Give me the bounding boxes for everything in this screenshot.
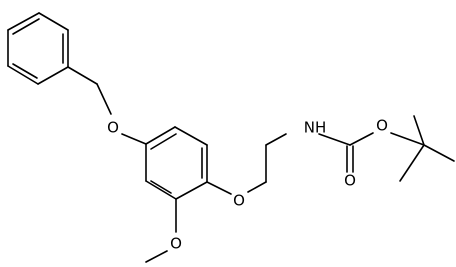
central-ring-bond [174,126,208,146]
ether-oxygen-label: O [233,192,245,210]
central-ring-bond [175,181,208,200]
benzyloxy-ring-bond [121,133,147,145]
benzyl-ring-bond [37,66,69,85]
central-ring-bond [145,180,177,200]
tert-butyl-methyl-bond [399,144,425,182]
central-ring-bond [145,126,176,145]
ethylene-to-nitrogen-bond [265,133,287,146]
tert-butyl-methyl-bond [423,144,455,162]
benzyl-ring [7,12,69,85]
benzyl-ring-bond [38,12,69,31]
carbonyl-oxygen-label: O [344,172,356,190]
benzyl-ring-bond [7,65,39,85]
methoxy-oxygen-label: O [170,235,182,253]
central-ring [145,126,208,200]
carbonyl-ester-bond [349,132,374,146]
benzyloxy-oxygen-label: O [107,119,119,137]
central-ring-inner-double-bond [150,133,177,150]
ether-ch2-bond [247,181,267,193]
tert-butyl-methyl-bond [413,115,425,146]
ester-oxygen-label: O [376,117,388,135]
benzyl-ring-bond [7,12,40,31]
benzyl-ring-inner-double-bond [12,63,38,79]
benzyl-ch2-bond [67,66,98,85]
amine-nitrogen-label: NH [304,119,327,137]
central-ring-inner-double-bond [150,180,172,194]
benzyl-oxygen-bond [96,83,112,115]
methoxy-methyl-bond [145,250,168,263]
nitrogen-carbonyl-bond [318,133,351,146]
ester-tert-butyl-bond [390,132,425,146]
ring-ether-bond [206,181,232,195]
benzyl-ring-inner-double-bond [12,18,40,35]
